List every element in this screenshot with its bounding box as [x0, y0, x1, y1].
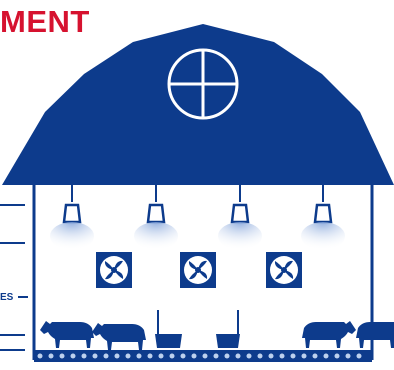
floor-dot: [247, 354, 252, 359]
lamp-icon-3: [218, 185, 262, 250]
cow-icon-3: [302, 321, 356, 348]
feed-bin-icon-left: [155, 334, 182, 348]
floor-dot: [170, 354, 175, 359]
lamp-icon-4: [301, 185, 345, 250]
floor-dot: [192, 354, 197, 359]
floor-dot: [137, 354, 142, 359]
floor-dot: [60, 354, 65, 359]
floor-dot: [324, 354, 329, 359]
floor-dot: [148, 354, 153, 359]
floor-dot: [280, 354, 285, 359]
lamp-icon-2: [134, 185, 178, 250]
floor-dot: [82, 354, 87, 359]
floor-dot: [225, 354, 230, 359]
label-leader-lines: [0, 205, 28, 350]
floor-dot: [93, 354, 98, 359]
floor-dot: [335, 354, 340, 359]
fan-icon-3: [266, 252, 302, 288]
floor-dot: [49, 354, 54, 359]
fan-icon-2: [180, 252, 216, 288]
floor-dot: [214, 354, 219, 359]
floor-dot: [104, 354, 109, 359]
floor-dot: [236, 354, 241, 359]
floor-dot: [38, 354, 43, 359]
fan-icon-1: [96, 252, 132, 288]
floor-dot: [115, 354, 120, 359]
floor-dot: [71, 354, 76, 359]
barn-roof: [2, 24, 394, 185]
floor-dot: [313, 354, 318, 359]
floor-dot: [346, 354, 351, 359]
floor-dot: [159, 354, 164, 359]
cow-icon-1: [40, 321, 94, 348]
floor-dot: [291, 354, 296, 359]
floor-dot: [269, 354, 274, 359]
floor-dot: [357, 354, 362, 359]
floor-dot: [302, 354, 307, 359]
cow-icon-2: [92, 323, 146, 350]
round-window-icon: [169, 50, 237, 118]
floor-dot: [126, 354, 131, 359]
lamp-icon-1: [50, 185, 94, 250]
feed-bin-icon-right: [216, 334, 240, 348]
floor-dot: [203, 354, 208, 359]
cow-icon-4: [356, 321, 394, 348]
floor-dot: [181, 354, 186, 359]
floor-dot: [258, 354, 263, 359]
